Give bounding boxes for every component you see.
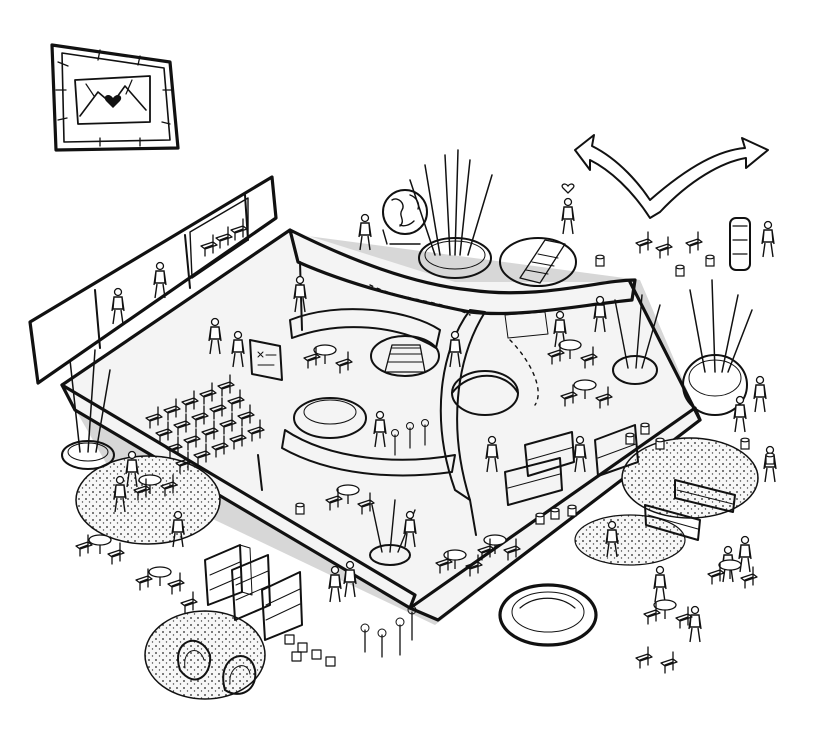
mezzanine-balcony — [28, 175, 278, 385]
presentation-board — [249, 339, 283, 381]
heart-icon — [104, 94, 122, 108]
framed-picture — [50, 43, 180, 152]
egg-sculptures — [177, 639, 257, 695]
info-pillar — [729, 217, 751, 271]
bookshelves — [204, 424, 736, 641]
lamps — [360, 419, 429, 658]
globe-icon — [382, 189, 428, 245]
cube-seats — [284, 634, 336, 667]
dotted-terraces — [75, 437, 759, 700]
stair-pit — [499, 237, 577, 287]
planters-with-reeds — [61, 149, 753, 566]
heart-icon — [561, 183, 575, 194]
round-lounge-pit — [498, 583, 598, 647]
double-curved-arrow-icon — [574, 134, 769, 219]
